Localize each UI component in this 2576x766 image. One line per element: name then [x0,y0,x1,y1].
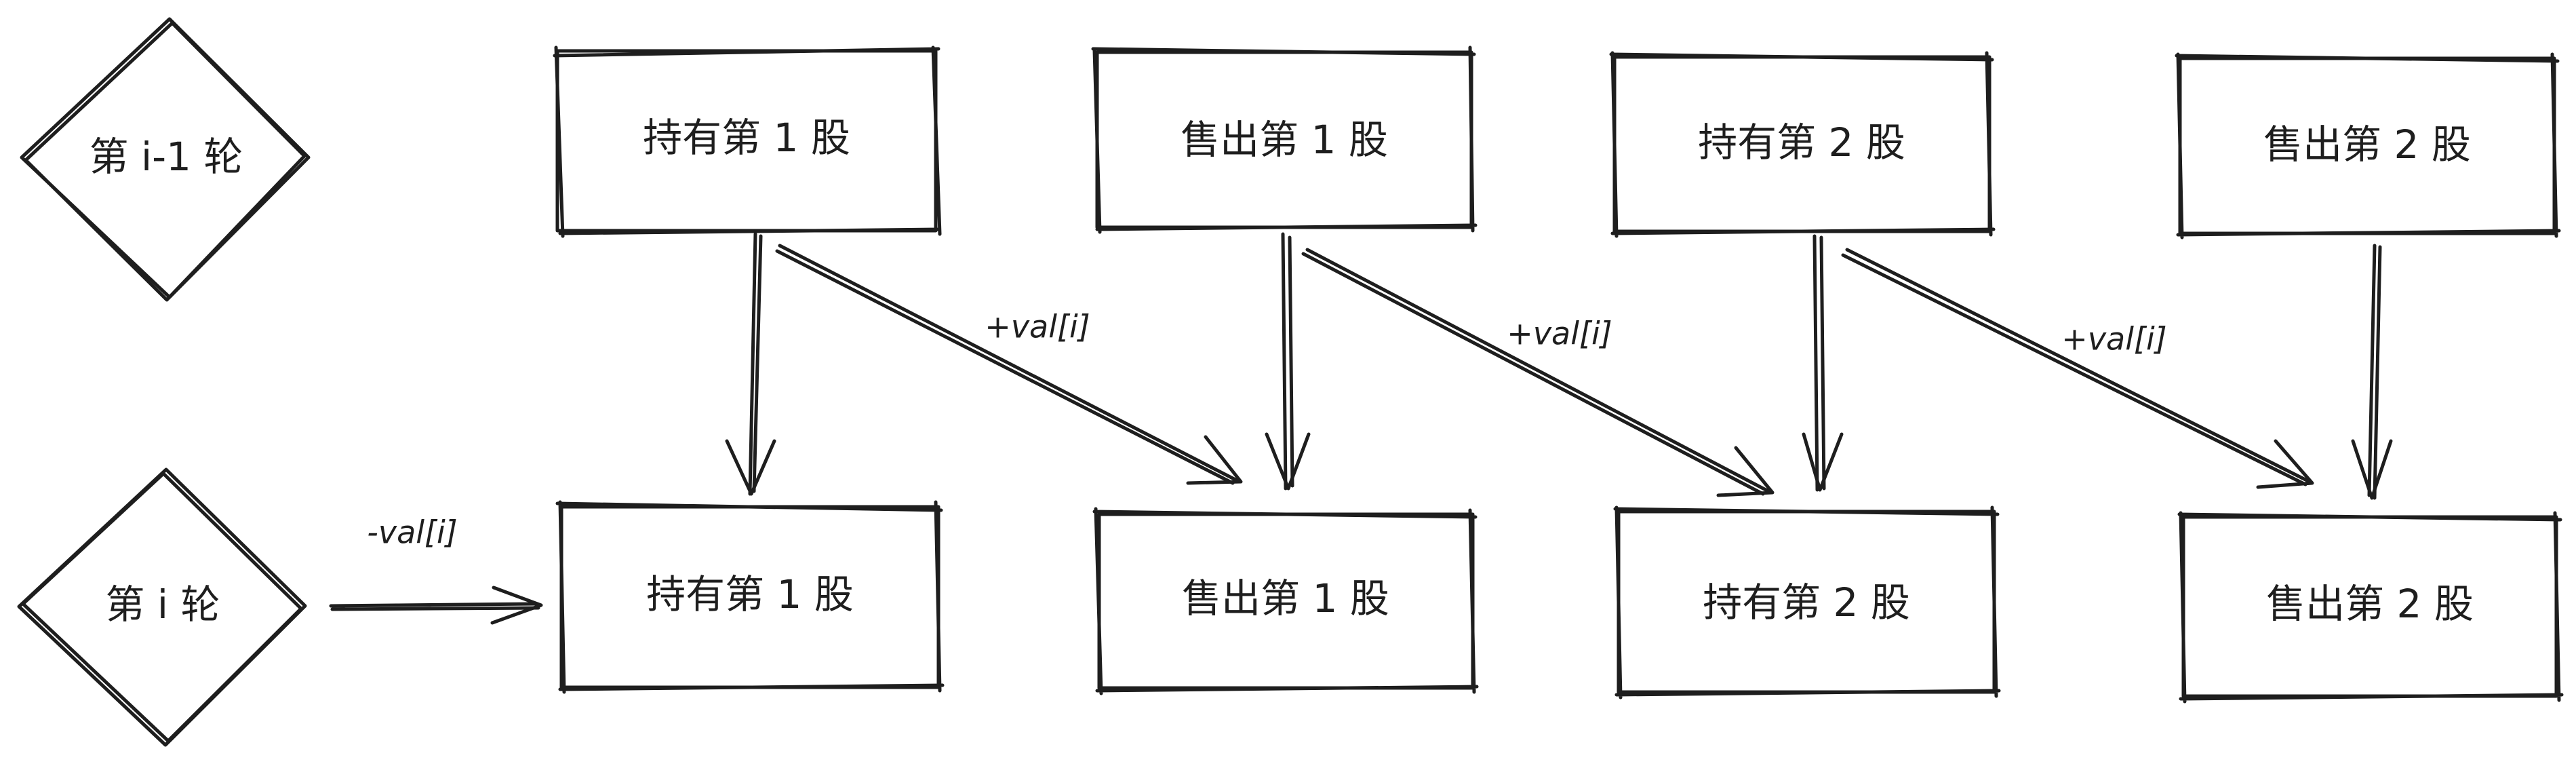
arrow-sell-1-diagonal [775,244,1243,485]
sell-edge-label-2: +val[i] [1507,315,1612,352]
top-hold-1-label: 持有第 1 股 [643,115,850,161]
arrow-sell-2-down [2351,244,2393,500]
buy-edge-label: -val[i] [367,514,457,551]
bottom-sell-1-label: 售出第 1 股 [1182,575,1389,621]
top-sell-2-box: 售出第 2 股 [2175,52,2561,240]
sell-edge-label-3: +val[i] [2061,321,2166,358]
top-hold-2-label: 持有第 2 股 [1698,119,1905,166]
bottom-hold-2-label: 持有第 2 股 [1703,579,1910,626]
top-sell-2-label: 售出第 2 股 [2263,121,2471,168]
arrow-hold-1-down [725,232,776,496]
current-round-diamond: 第 i 轮 [17,467,307,747]
arrow-sell-1-down [1265,232,1311,491]
arrow-sell-2-diagonal [1301,248,1775,497]
arrow-sell-3-diagonal [1841,248,2314,489]
top-sell-1-box: 售出第 1 股 [1091,45,1478,234]
top-hold-1-box: 持有第 1 股 [553,45,942,238]
bottom-sell-1-box: 售出第 1 股 [1092,507,1479,695]
top-sell-1-label: 售出第 1 股 [1181,117,1388,163]
top-hold-2-box: 持有第 2 股 [1609,51,1996,238]
bottom-hold-1-box: 持有第 1 股 [555,500,945,694]
arrow-buy [329,586,543,625]
bottom-sell-2-box: 售出第 2 股 [2177,511,2564,704]
current-round-label: 第 i 轮 [106,581,220,628]
previous-round-label: 第 i-1 轮 [90,134,243,180]
bottom-sell-2-label: 售出第 2 股 [2266,581,2474,627]
sell-edge-label-1: +val[i] [985,309,1090,345]
arrow-hold-2-down [1802,234,1844,492]
previous-round-diamond: 第 i-1 轮 [20,17,311,302]
bottom-hold-1-label: 持有第 1 股 [646,571,854,617]
bottom-hold-2-box: 持有第 2 股 [1613,505,2001,700]
